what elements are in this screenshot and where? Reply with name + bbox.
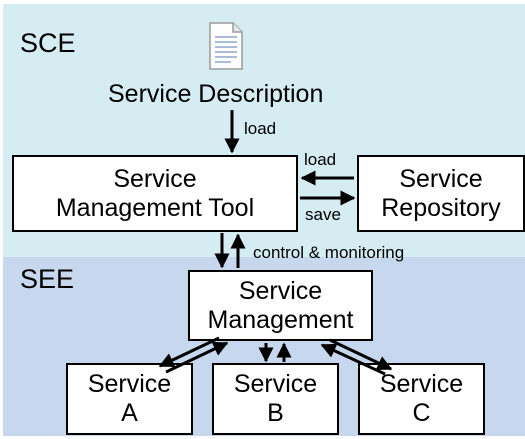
service-repository-box: Service Repository (357, 155, 525, 232)
service-management-line1: Service (238, 276, 323, 305)
see-label: SEE (20, 264, 75, 294)
service-c-line2: C (412, 399, 431, 427)
service-management-box: Service Management (188, 270, 373, 341)
service-repository-line1: Service (399, 164, 483, 193)
arrow-from-service-c (320, 343, 386, 376)
service-a-line1: Service (87, 370, 172, 399)
service-repository-line2: Repository (381, 193, 501, 222)
control-monitoring-label: control & monitoring (253, 243, 405, 262)
service-c-line1: Service (379, 370, 464, 399)
service-a-box: Service A (66, 363, 193, 435)
service-management-tool-line1: Service (113, 164, 197, 193)
load-label-top: load (244, 119, 277, 138)
arrow-to-service-a (158, 336, 220, 368)
save-label: save (305, 205, 341, 224)
service-management-line2: Management (207, 305, 354, 334)
arrow-from-service-a (165, 341, 229, 374)
service-description-label: Service Description (108, 80, 324, 108)
document-icon (209, 22, 243, 70)
service-c-box: Service C (358, 363, 485, 435)
service-management-tool-box: Service Management Tool (12, 155, 298, 232)
service-b-line2: B (267, 399, 284, 427)
arrow-to-service-c (329, 338, 393, 371)
load-label-side: load (304, 150, 337, 169)
service-management-tool-line2: Management Tool (55, 193, 255, 222)
service-b-box: Service B (212, 363, 339, 435)
sce-label: SCE (20, 28, 76, 58)
service-b-line1: Service (233, 370, 318, 399)
service-a-line2: A (121, 399, 138, 427)
